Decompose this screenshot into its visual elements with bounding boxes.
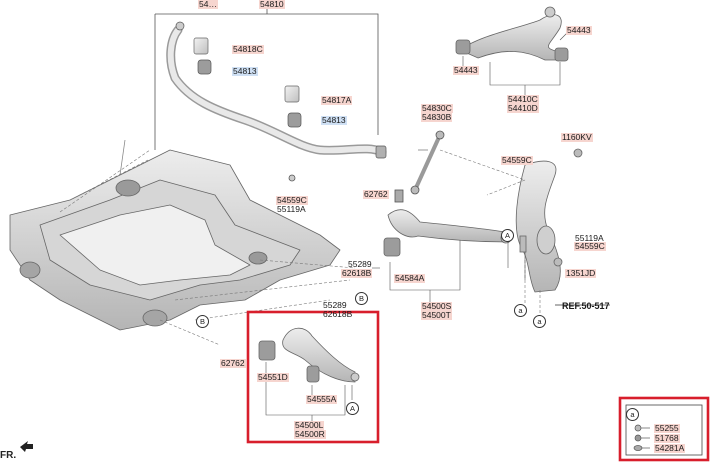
part-label-62618b-a: 62618B (341, 268, 373, 278)
part-label-62618b-b: 62618B (323, 309, 353, 319)
part-label-54551d: 54551D (257, 372, 289, 382)
front-indicator-label: FR. (0, 450, 17, 461)
part-label-54410d: 54410D (507, 103, 539, 113)
part-label-54443-b: 54443 (453, 65, 479, 75)
part-label-54410c: 54410C (507, 94, 539, 104)
steering-knuckle (515, 148, 583, 293)
stabilizer-link (288, 130, 445, 203)
part-label-top-cut: 54… (198, 0, 218, 9)
highlight-box-lower-arm (246, 310, 380, 444)
part-label-55289-a: 55289 (348, 259, 372, 269)
part-label-54817a: 54817A (321, 95, 353, 105)
marker-A-top: A (501, 229, 514, 242)
ref-label: REF.50-517 (562, 301, 610, 311)
leader-lines-left (59, 149, 356, 346)
marker-a-right: a (533, 315, 546, 328)
upper-control-arm (455, 6, 569, 62)
leader-lines-lower-box (265, 362, 353, 422)
part-label-62762-a: 62762 (363, 189, 389, 199)
marker-a-left: a (514, 304, 527, 317)
marker-B-middle: B (355, 292, 368, 305)
part-label-55119a-a: 55119A (277, 204, 306, 214)
marker-a-legend: a (626, 408, 639, 421)
part-label-55255: 55255 (654, 423, 680, 433)
part-label-54500t: 54500T (421, 310, 452, 320)
part-label-54810: 54810 (259, 0, 285, 9)
front-lower-arm (383, 209, 527, 257)
part-label-54500l: 54500L (294, 420, 325, 430)
rear-lower-arm (258, 327, 360, 383)
stabilizer-bar (166, 21, 387, 159)
part-label-51768: 51768 (654, 433, 680, 443)
part-label-54818c: 54818C (232, 44, 264, 54)
highlight-box-small-parts (618, 396, 710, 462)
part-label-54500s: 54500S (421, 301, 453, 311)
part-label-54813-a: 54813 (232, 66, 258, 76)
subframe (9, 139, 341, 331)
part-label-54559c-c: 54559C (574, 241, 606, 251)
small-parts-inner-box (625, 404, 703, 456)
part-label-54281a: 54281A (654, 443, 686, 453)
part-label-54830b: 54830B (421, 112, 453, 122)
part-label-54813-b: 54813 (321, 115, 347, 125)
part-label-62762-b: 62762 (220, 358, 246, 368)
part-label-54500r: 54500R (294, 429, 326, 439)
marker-B-left: B (196, 315, 209, 328)
small-parts (633, 424, 650, 451)
part-label-54559c-b: 54559C (501, 155, 533, 165)
part-label-55289-b: 55289 (323, 300, 347, 310)
marker-A-lower: A (346, 402, 359, 415)
part-label-54830c: 54830C (421, 103, 453, 113)
part-label-54443-a: 54443 (566, 25, 592, 35)
part-label-54559c-a: 54559C (276, 195, 308, 205)
part-label-55119a-b: 55119A (575, 233, 604, 243)
leader-lines-middle (372, 149, 526, 302)
part-label-54584a: 54584A (394, 273, 426, 283)
part-label-1160kv: 1160KV (561, 132, 593, 142)
front-arrow-icon (20, 441, 33, 452)
part-label-54555a: 54555A (306, 394, 338, 404)
part-label-1351jd: 1351JD (565, 268, 597, 278)
